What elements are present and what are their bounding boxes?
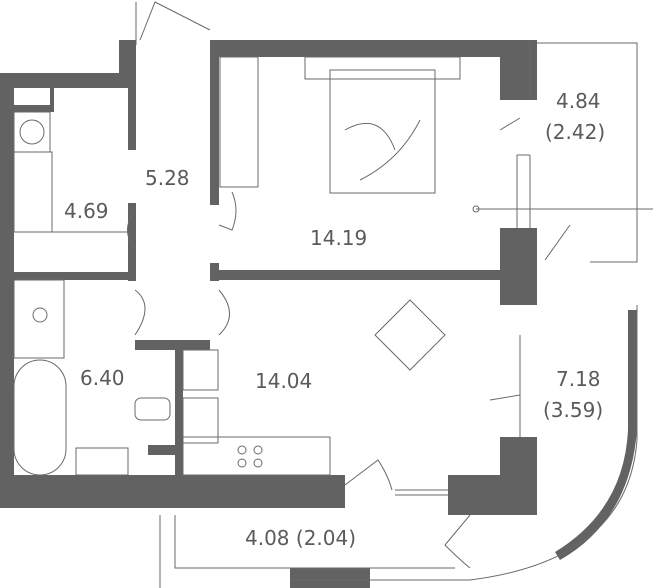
kitchen-living-area: 14.04 [255, 369, 312, 393]
bedroom-area: 14.19 [310, 226, 367, 250]
walls [0, 40, 637, 588]
balcony-bottom-area: 4.08 (2.04) [245, 526, 356, 550]
balcony-top-area-half: (2.42) [545, 120, 605, 144]
balcony-right-area: 7.18 [556, 367, 601, 391]
fixtures [13, 1, 653, 588]
bathroom-area: 6.40 [80, 366, 125, 390]
balcony-top-area: 4.84 [556, 89, 601, 113]
wardrobe-area: 4.69 [64, 199, 109, 223]
corridor-area: 5.28 [145, 166, 190, 190]
room-labels: 5.28 4.69 14.19 4.84 (2.42) 6.40 14.04 7… [64, 89, 605, 550]
balcony-right-area-half: (3.59) [543, 398, 603, 422]
